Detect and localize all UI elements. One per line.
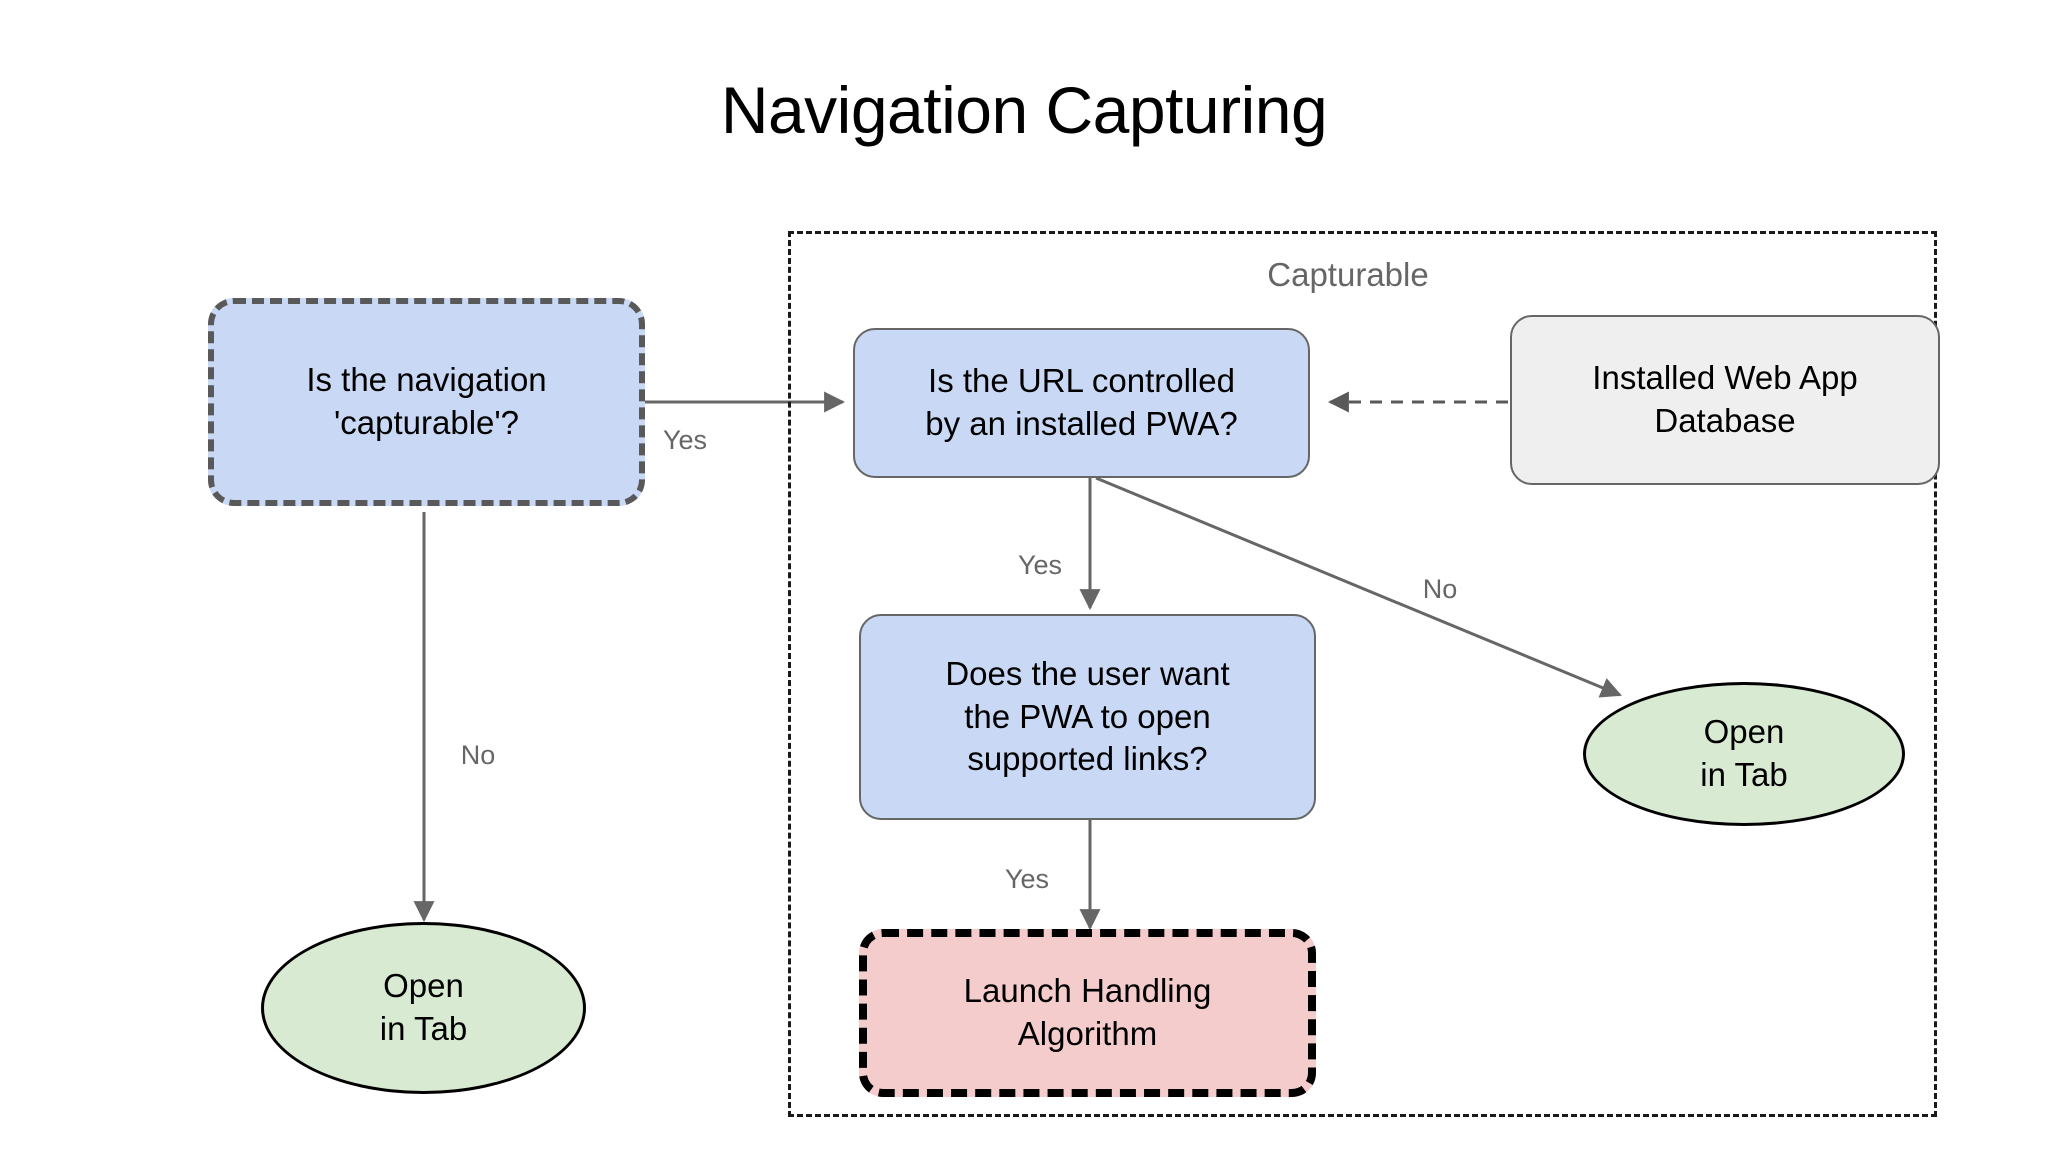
edge-label-capturable-yes: Yes	[662, 425, 708, 455]
edge-label-user-yes: Yes	[1004, 864, 1050, 894]
node-installed-web-app-database[interactable]: Installed Web App Database	[1510, 315, 1940, 485]
node-launch-handling-algorithm[interactable]: Launch Handling Algorithm	[859, 929, 1316, 1097]
node-open-in-tab-left[interactable]: Open in Tab	[261, 922, 586, 1094]
node-does-user-want-pwa-open-links[interactable]: Does the user want the PWA to open suppo…	[859, 614, 1316, 820]
page-title: Navigation Capturing	[720, 73, 1328, 147]
edge-label-url-yes: Yes	[1017, 550, 1063, 580]
edge-label-capturable-no: No	[460, 740, 496, 770]
capturable-group-label: Capturable	[1267, 256, 1429, 293]
capturable-group-container	[788, 231, 1937, 1117]
node-is-url-controlled-by-pwa[interactable]: Is the URL controlled by an installed PW…	[853, 328, 1310, 478]
edge-label-url-no: No	[1422, 574, 1458, 604]
node-is-navigation-capturable[interactable]: Is the navigation 'capturable'?	[208, 298, 645, 506]
node-open-in-tab-right[interactable]: Open in Tab	[1583, 682, 1905, 826]
